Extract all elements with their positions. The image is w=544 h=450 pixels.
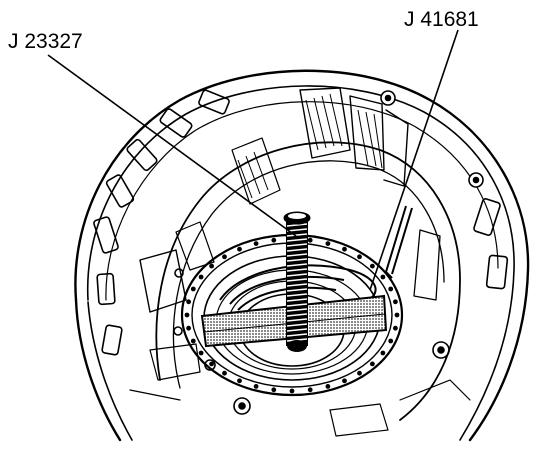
case-bolts (173, 90, 484, 415)
ring-dot (209, 361, 215, 367)
ring-dot (289, 388, 295, 394)
thread-line (286, 278, 308, 282)
ring-dot (307, 387, 313, 393)
ring-dot (222, 370, 227, 376)
thread-line (286, 293, 308, 297)
ring-dot (393, 299, 398, 305)
ring-dot (388, 286, 394, 292)
callout-leaders (47, 29, 459, 291)
tool-j41681-rod (384, 205, 413, 279)
thread-line (286, 263, 308, 267)
ring-dot (325, 241, 331, 247)
tool-j23327-screw (283, 211, 311, 352)
thread-line (286, 238, 308, 242)
ring-dot (253, 241, 259, 247)
thread-line (286, 333, 308, 337)
ring-dot (271, 237, 277, 243)
ring-dot (186, 325, 192, 331)
flange-slots (93, 89, 509, 356)
ring-dot (190, 286, 196, 292)
thread-line (286, 323, 308, 327)
ring-dot (198, 274, 204, 280)
thread-line (286, 228, 308, 232)
ring-dot (370, 361, 375, 367)
ring-dot (370, 263, 375, 269)
ring-dot (325, 384, 331, 389)
shading-hatch (237, 93, 383, 199)
ring-dot (184, 312, 190, 318)
ring-dot (190, 338, 196, 344)
ring-dot (271, 387, 277, 393)
thread-line (286, 328, 308, 332)
thread-line (286, 243, 308, 247)
thread-line (286, 298, 308, 302)
ring-dot (186, 299, 192, 305)
ring-dot (237, 378, 242, 384)
ring-dot (198, 350, 204, 356)
thread-line (286, 318, 308, 322)
thread-line (286, 248, 308, 252)
ring-dot (380, 350, 386, 356)
ring-dot (357, 370, 362, 376)
thread-line (286, 233, 308, 237)
thread-line (286, 258, 308, 262)
ring-dot (388, 338, 394, 344)
thread-line (286, 268, 308, 272)
thread-line (286, 283, 308, 287)
ring-dot (342, 246, 347, 252)
ring-dot (307, 237, 313, 243)
thread-line (286, 273, 308, 277)
spring-coil (219, 264, 377, 311)
ring-dot (209, 263, 215, 269)
ring-dot (380, 274, 386, 280)
thread-line (286, 303, 308, 307)
ring-dot (222, 254, 227, 260)
leader-j23327 (47, 54, 297, 237)
thread-line (286, 253, 308, 257)
ring-dot (357, 254, 362, 260)
clutch-ring-dots (184, 236, 400, 394)
ring-dot (253, 384, 259, 389)
thread-line (286, 223, 308, 227)
callout-j23327: J 23327 (8, 30, 83, 53)
thread-line (286, 288, 308, 292)
ring-dot (393, 325, 398, 331)
ring-dot (342, 378, 347, 384)
ring-dot (237, 246, 242, 252)
leader-j41681 (369, 29, 459, 291)
thread-line (286, 313, 308, 317)
case-outer-housing (74, 69, 530, 442)
thread-line (286, 308, 308, 312)
ring-dot (394, 312, 400, 318)
callout-j41681: J 41681 (404, 8, 479, 31)
